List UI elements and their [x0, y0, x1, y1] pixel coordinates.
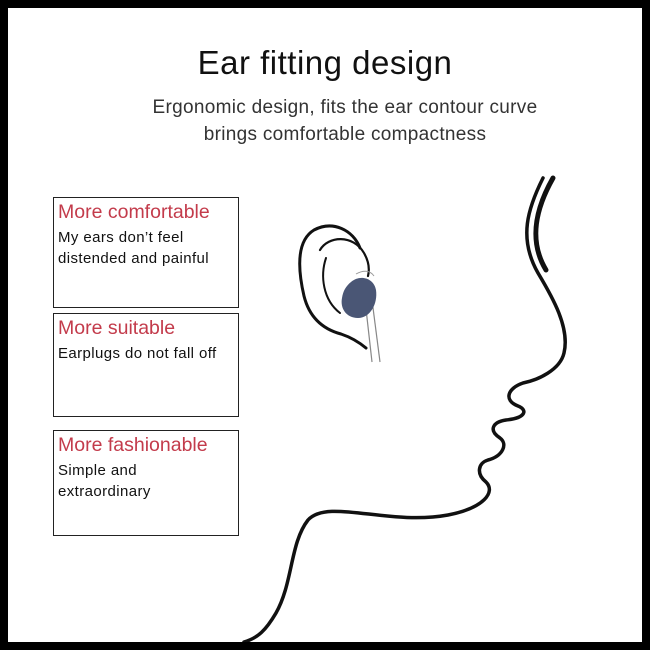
page-title: Ear fitting design — [197, 44, 453, 81]
face-profile-illustration — [242, 175, 567, 642]
subtitle-line-2: brings comfortable compactness — [203, 124, 487, 145]
product-image: Ear fitting design Ergonomic design, fit… — [8, 8, 642, 642]
feature-card-comfortable: More comfortable My ears don’t feel dist… — [53, 197, 239, 308]
ear-outline-icon — [298, 224, 370, 350]
earplug-icon — [341, 270, 381, 363]
face-profile-icon — [242, 176, 567, 642]
feature-card-suitable: More suitable Earplugs do not fall off — [53, 313, 239, 417]
feature-title: More fashionable — [58, 434, 208, 456]
feature-card-fashionable: More fashionable Simple and extraordinar… — [53, 430, 239, 536]
feature-title: More suitable — [58, 317, 176, 339]
feature-description: My ears don’t feel distended and painful — [58, 229, 210, 267]
feature-title: More comfortable — [58, 201, 210, 223]
feature-description: Earplugs do not fall off — [58, 345, 217, 362]
feature-description: Simple and extraordinary — [58, 462, 151, 500]
subtitle-line-1: Ergonomic design, fits the ear contour c… — [152, 97, 538, 118]
